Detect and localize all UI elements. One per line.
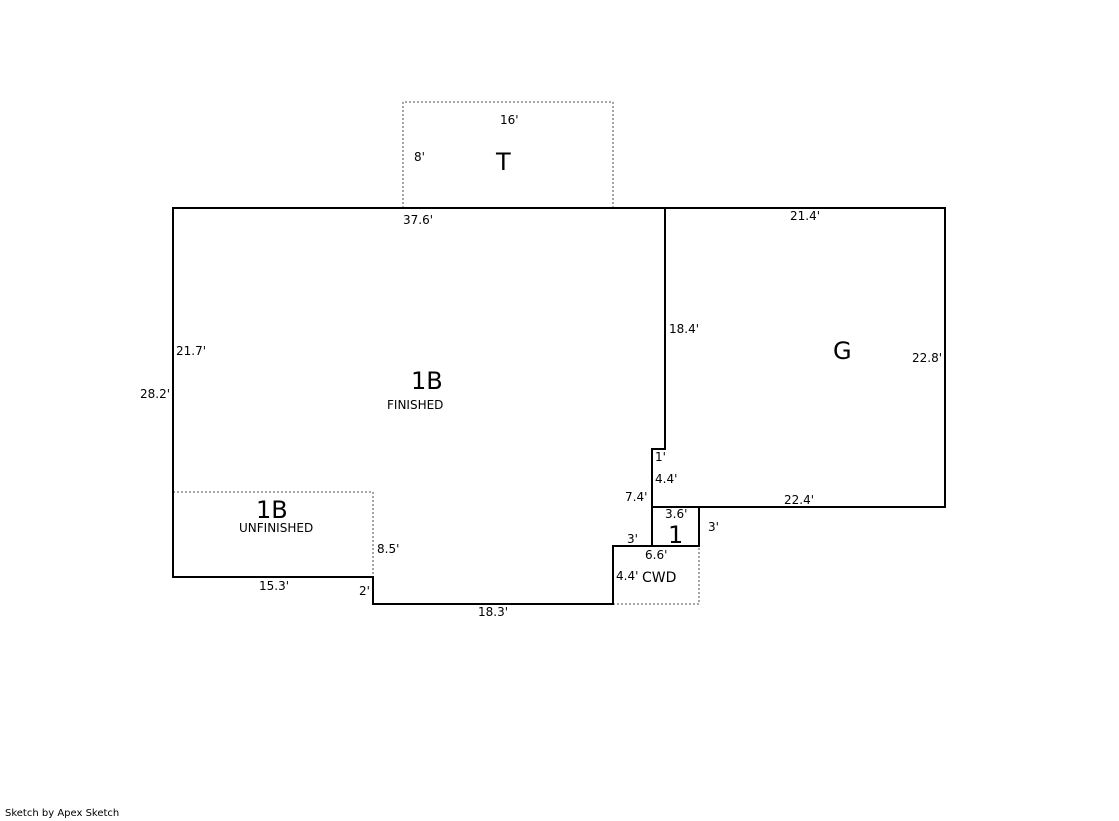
- area-label-unfinished: 1B: [256, 496, 288, 524]
- dim-label: 18.3': [478, 605, 508, 619]
- dim-label: 3': [627, 532, 638, 546]
- dim-label: 7.4': [625, 490, 647, 504]
- dim-label: 6.6': [645, 548, 667, 562]
- area-label-cwd: CWD: [642, 570, 676, 586]
- dim-label: 28.2': [140, 387, 170, 401]
- footer-credit: Sketch by Apex Sketch: [5, 808, 120, 819]
- dim-label: 8': [414, 150, 425, 164]
- area-label-room1: 1: [668, 521, 683, 549]
- dim-label: 8.5': [377, 542, 399, 556]
- dim-label: 1': [655, 450, 666, 464]
- dim-label: 15.3': [259, 579, 289, 593]
- area-label-patio: T: [495, 148, 511, 176]
- dim-label: 3': [708, 520, 719, 534]
- patio-outline: [402, 101, 614, 208]
- dim-label: 16': [500, 113, 519, 127]
- dim-label: 21.4': [790, 209, 820, 223]
- cwd-outline: [613, 546, 700, 605]
- dim-label: 3.6': [665, 507, 687, 521]
- main-outline: [172, 207, 666, 605]
- area-label-main: 1B: [411, 367, 443, 395]
- dim-label: 22.4': [784, 493, 814, 507]
- dim-label: 37.6': [403, 213, 433, 227]
- area-label-garage: G: [833, 337, 852, 365]
- dim-label: 18.4': [669, 322, 699, 336]
- dim-label: 4.4': [655, 472, 677, 486]
- dim-label: 22.8': [912, 351, 942, 365]
- unfinished-outline: [173, 491, 374, 577]
- room1-outline: [652, 507, 700, 547]
- area-sublabel-main: FINISHED: [387, 398, 443, 412]
- dim-label: 2': [359, 584, 370, 598]
- area-sublabel-unfinished: UNFINISHED: [239, 521, 313, 535]
- garage-outline: [652, 207, 946, 508]
- dim-label: 21.7': [176, 344, 206, 358]
- dim-label: 4.4': [616, 569, 638, 583]
